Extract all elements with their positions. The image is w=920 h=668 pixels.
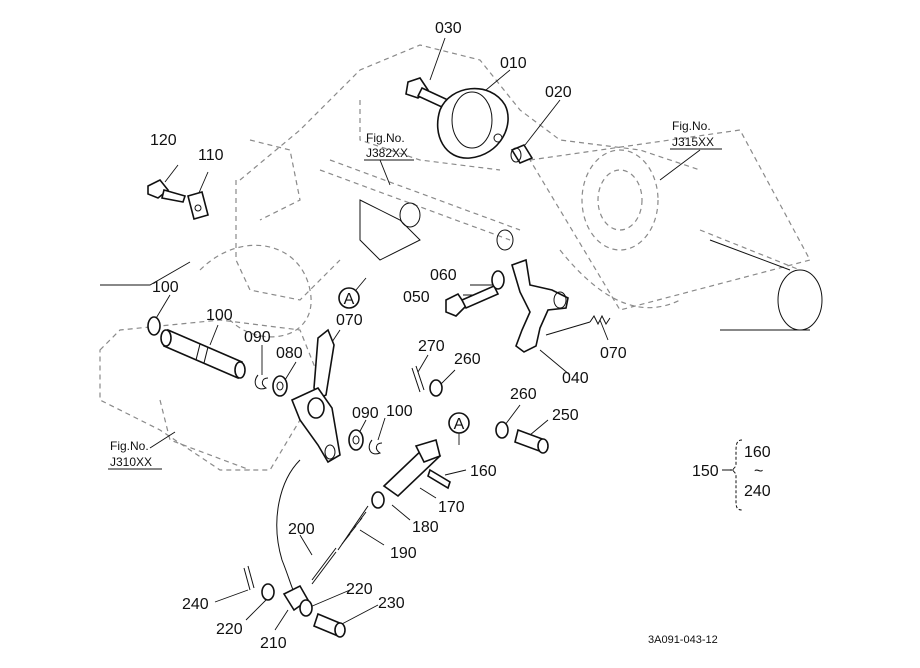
label-080: 070 — [336, 312, 363, 329]
fig-ref-j315-line1: Fig.No. — [672, 119, 711, 133]
bushing-020 — [510, 143, 534, 165]
washer-220-b — [299, 599, 313, 617]
washer-220-a — [261, 583, 275, 601]
fig-ref-j310-line2: J310XX — [110, 455, 152, 469]
fig-ref-j315: Fig.No. J315XX — [670, 119, 722, 150]
label-050: 050 — [403, 289, 430, 306]
pin-230 — [313, 612, 346, 638]
bolt-050 — [445, 284, 500, 317]
label-240: 240 — [182, 596, 209, 613]
leader-lines — [100, 37, 701, 631]
pin-160 — [427, 468, 451, 490]
plate-130 — [187, 191, 209, 220]
label-100-a: 090 — [244, 329, 271, 346]
group-150: 150 160 ~ 240 — [692, 439, 771, 511]
spring-200 — [311, 547, 337, 585]
pin-250 — [514, 428, 549, 454]
gasket-010 — [436, 87, 509, 159]
marker-a-1: A — [338, 277, 367, 309]
bolt-140 — [147, 178, 187, 203]
label-160: 160 — [470, 463, 497, 480]
nut-180 — [371, 491, 385, 509]
bolt-030 — [405, 77, 450, 110]
fig-ref-j315-line2: J315XX — [672, 135, 714, 149]
clip-100-a — [254, 374, 269, 390]
label-210: 210 — [260, 635, 287, 652]
label-220-b: 220 — [346, 581, 373, 598]
oring-120 — [147, 316, 161, 336]
part-labels: 030 010 020 120 110 100 100 090 080 070 … — [150, 20, 627, 652]
washer-060 — [491, 270, 505, 290]
transmission-tube — [529, 129, 823, 331]
group-bottom-label: 240 — [744, 483, 771, 500]
shaft-110 — [160, 328, 246, 380]
clip-100-b — [368, 439, 383, 455]
label-100-b: 100 — [386, 403, 413, 420]
fig-ref-j310: Fig.No. J310XX — [108, 439, 162, 470]
marker-a-label-2: A — [454, 416, 465, 433]
label-090-a: 080 — [276, 345, 303, 362]
group-tilde: ~ — [754, 463, 763, 480]
label-070: 070 — [600, 345, 627, 362]
washer-260-a — [429, 379, 443, 397]
label-270: 270 — [418, 338, 445, 355]
label-010: 010 — [500, 55, 527, 72]
fig-ref-j382-line1: Fig.No. — [366, 131, 405, 145]
label-250: 250 — [552, 407, 579, 424]
label-120: 100 — [152, 279, 179, 296]
label-180: 180 — [412, 519, 439, 536]
lever-080 — [290, 328, 341, 464]
label-260-b: 260 — [510, 386, 537, 403]
cotter-240 — [243, 565, 255, 591]
group-150-label: 150 — [692, 463, 719, 480]
marker-a-2: A — [448, 412, 470, 445]
label-110: 100 — [206, 307, 233, 324]
marker-a-label-1: A — [344, 291, 355, 308]
washer-090-a — [272, 375, 288, 397]
label-040: 040 — [562, 370, 589, 387]
label-260-a: 260 — [454, 351, 481, 368]
label-190: 190 — [390, 545, 417, 562]
fig-ref-j310-line1: Fig.No. — [110, 439, 149, 453]
spring-190 — [337, 505, 369, 551]
fig-ref-j382-line2: J382XX — [366, 146, 408, 160]
washer-090-b — [348, 429, 364, 451]
drawing-code: 3A091-043-12 — [648, 634, 718, 646]
washer-260-b — [495, 421, 509, 439]
label-230: 230 — [378, 595, 405, 612]
label-020: 020 — [545, 84, 572, 101]
label-200: 200 — [288, 521, 315, 538]
label-140: 120 — [150, 132, 177, 149]
spring-070 — [545, 314, 611, 336]
label-130: 110 — [198, 147, 224, 164]
label-090-b: 090 — [352, 405, 379, 422]
group-top-label: 160 — [744, 444, 771, 461]
label-030: 030 — [435, 20, 462, 37]
arm-040 — [511, 258, 569, 353]
fig-ref-j382: Fig.No. J382XX — [364, 131, 414, 161]
label-060: 060 — [430, 267, 457, 284]
pin-270 — [411, 365, 425, 393]
label-220-a: 220 — [216, 621, 243, 638]
label-170: 170 — [438, 499, 465, 516]
cable — [276, 459, 301, 597]
center-shaft — [319, 159, 521, 261]
clevis-170 — [382, 438, 442, 498]
